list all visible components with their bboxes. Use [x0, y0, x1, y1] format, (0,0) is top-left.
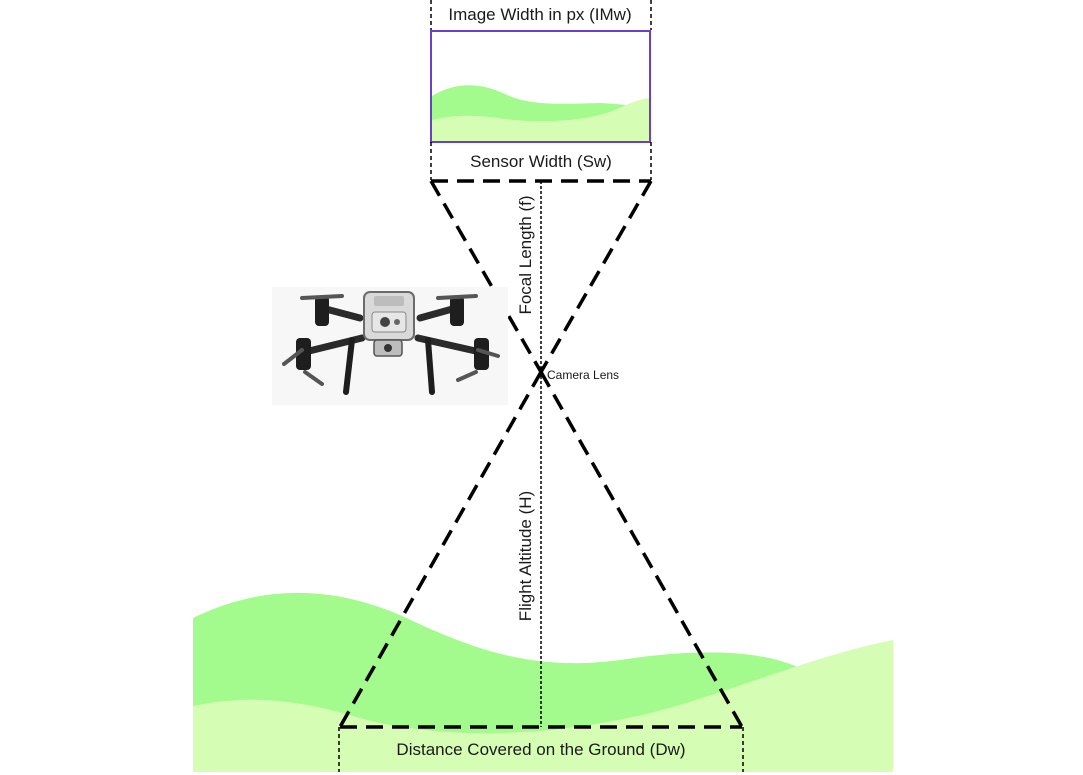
camera-lens-label: Camera Lens [547, 368, 619, 382]
sensor-image [431, 31, 650, 142]
focal-length-label: Focal Length (f) [516, 195, 535, 314]
flight-altitude-label: Flight Altitude (H) [516, 491, 535, 621]
image-width-label: Image Width in px (IMw) [448, 5, 631, 24]
ground-distance-label: Distance Covered on the Ground (Dw) [396, 740, 685, 759]
ray-right-upper [541, 181, 651, 372]
sensor-width-label: Sensor Width (Sw) [470, 152, 612, 171]
drone-icon [272, 287, 508, 405]
